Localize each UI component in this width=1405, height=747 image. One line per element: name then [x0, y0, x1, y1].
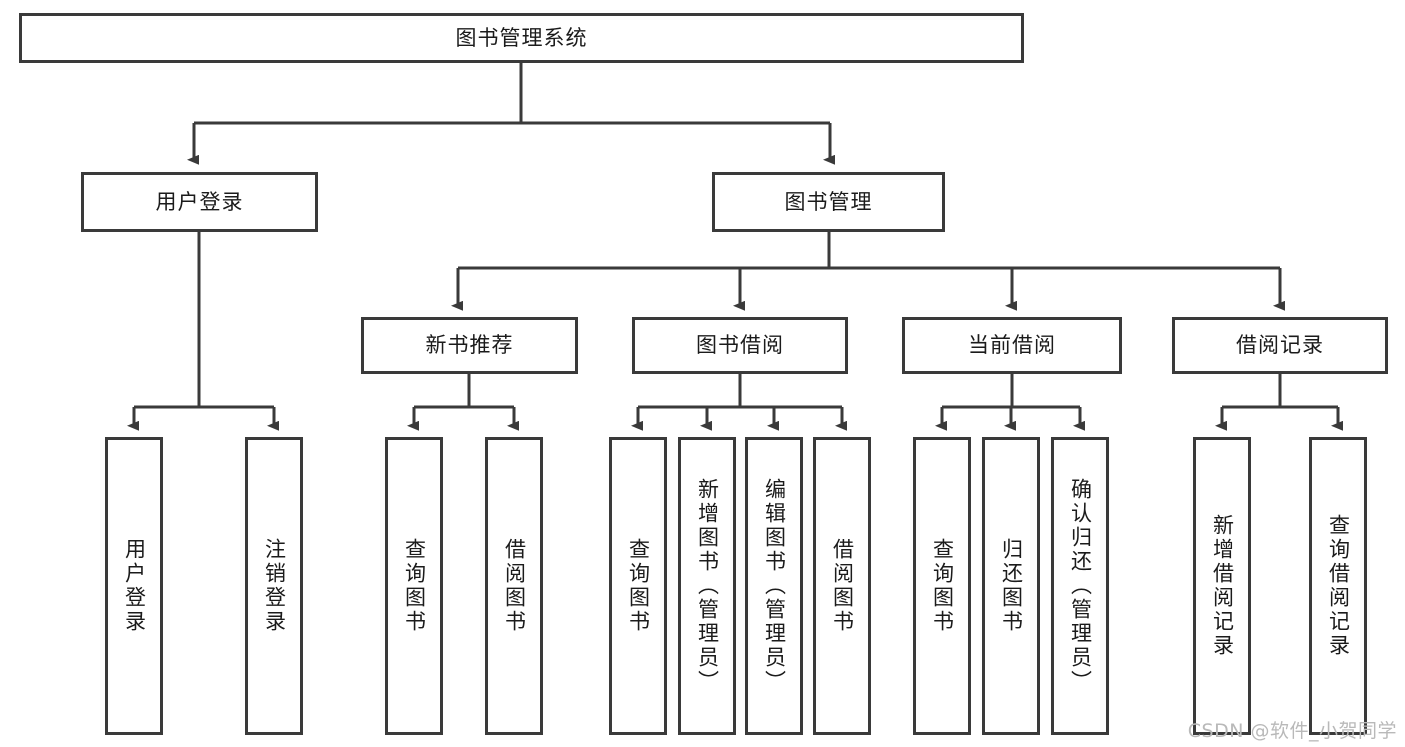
- node-leaf-confirm-return[interactable]: 确认归还（管理员）: [1051, 437, 1109, 735]
- node-leaf-user-login-label: 用户登录: [122, 538, 147, 634]
- watermark-text: CSDN @软件_小贺同学: [1187, 720, 1397, 742]
- node-leaf-query-book-2-label: 查询图书: [626, 538, 651, 634]
- node-leaf-user-login[interactable]: 用户登录: [105, 437, 163, 735]
- node-book-manage-label: 图书管理: [784, 189, 873, 214]
- node-leaf-borrow-book-2[interactable]: 借阅图书: [813, 437, 871, 735]
- node-leaf-logout-label: 注销登录: [262, 538, 287, 634]
- node-leaf-add-record-label: 新增借阅记录: [1210, 514, 1235, 658]
- node-leaf-query-record-label: 查询借阅记录: [1326, 514, 1351, 658]
- node-leaf-confirm-return-label: 确认归还（管理员）: [1068, 478, 1093, 694]
- node-book-borrow[interactable]: 图书借阅: [632, 317, 848, 374]
- node-root-label: 图书管理系统: [455, 25, 588, 50]
- node-root[interactable]: 图书管理系统: [19, 13, 1024, 63]
- node-leaf-query-book-3-label: 查询图书: [930, 538, 955, 634]
- node-new-book-recommend[interactable]: 新书推荐: [361, 317, 578, 374]
- node-leaf-logout[interactable]: 注销登录: [245, 437, 303, 735]
- node-leaf-query-book-3[interactable]: 查询图书: [913, 437, 971, 735]
- node-leaf-return-book[interactable]: 归还图书: [982, 437, 1040, 735]
- node-book-borrow-label: 图书借阅: [696, 333, 784, 358]
- node-leaf-add-record[interactable]: 新增借阅记录: [1193, 437, 1251, 735]
- node-new-book-recommend-label: 新书推荐: [425, 333, 514, 358]
- node-leaf-edit-book[interactable]: 编辑图书（管理员）: [745, 437, 803, 735]
- node-leaf-return-book-label: 归还图书: [999, 538, 1024, 634]
- node-leaf-query-book-2[interactable]: 查询图书: [609, 437, 667, 735]
- node-borrow-record-label: 借阅记录: [1236, 333, 1324, 358]
- node-leaf-query-book-1-label: 查询图书: [402, 538, 427, 634]
- node-current-borrow-label: 当前借阅: [968, 333, 1056, 358]
- node-user-login-label: 用户登录: [155, 189, 244, 214]
- node-leaf-query-record[interactable]: 查询借阅记录: [1309, 437, 1367, 735]
- node-leaf-edit-book-label: 编辑图书（管理员）: [762, 478, 787, 694]
- node-leaf-add-book[interactable]: 新增图书（管理员）: [678, 437, 736, 735]
- node-borrow-record[interactable]: 借阅记录: [1172, 317, 1388, 374]
- node-book-manage[interactable]: 图书管理: [712, 172, 945, 232]
- node-leaf-borrow-book-2-label: 借阅图书: [830, 538, 855, 634]
- node-leaf-query-book-1[interactable]: 查询图书: [385, 437, 443, 735]
- node-leaf-borrow-book-1-label: 借阅图书: [502, 538, 527, 634]
- node-user-login[interactable]: 用户登录: [81, 172, 318, 232]
- node-current-borrow[interactable]: 当前借阅: [902, 317, 1122, 374]
- node-leaf-borrow-book-1[interactable]: 借阅图书: [485, 437, 543, 735]
- node-leaf-add-book-label: 新增图书（管理员）: [695, 478, 720, 694]
